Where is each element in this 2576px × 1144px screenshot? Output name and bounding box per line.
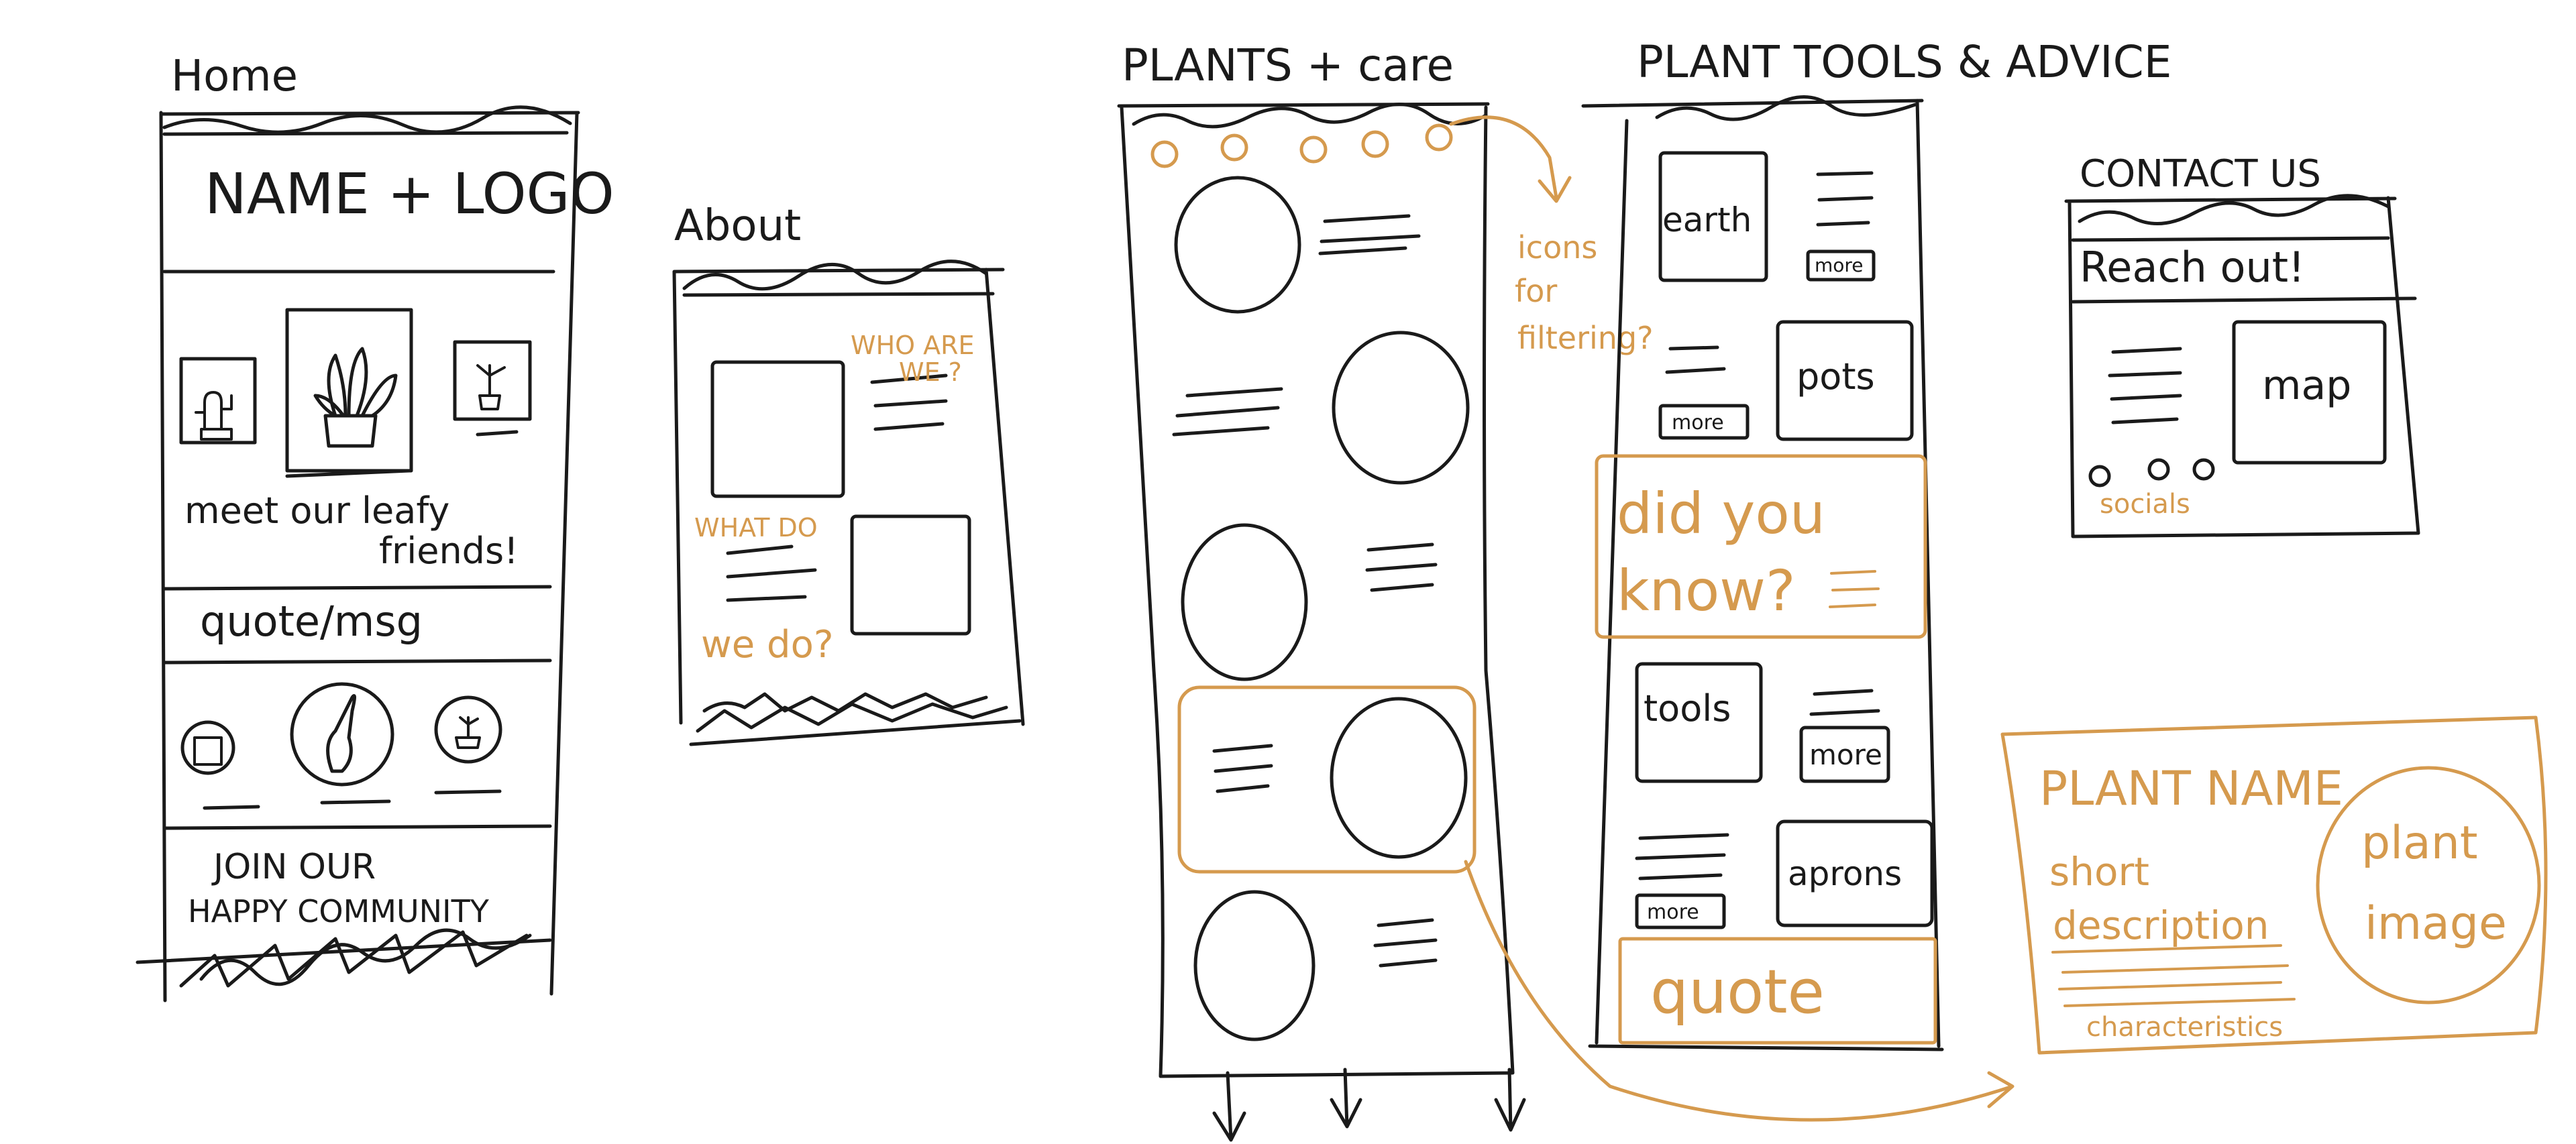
plants-frame xyxy=(1119,104,1513,1076)
contact-map: map xyxy=(2262,362,2351,409)
about-what-2: we do? xyxy=(701,623,834,667)
home-nav-squiggle xyxy=(164,107,570,132)
contact-title: CONTACT US xyxy=(2080,152,2321,196)
filter-icon[interactable] xyxy=(1427,125,1451,150)
about-what-1: WHAT DO xyxy=(694,513,818,542)
tools-did-2: know? xyxy=(1617,558,1796,624)
plants-nav-squiggle xyxy=(1134,104,1486,126)
home-join-1: JOIN OUR xyxy=(211,847,376,887)
tools-did-1: did you xyxy=(1617,481,1825,547)
cactus-icon xyxy=(196,392,231,439)
home-divider xyxy=(164,133,567,134)
contact-reach: Reach out! xyxy=(2080,243,2305,292)
card-desc-1: short xyxy=(2049,849,2149,895)
plant-image-circle xyxy=(1332,699,1466,857)
sprout-icon xyxy=(478,365,504,409)
plant-text-lines xyxy=(1174,389,1281,435)
plant-text-lines xyxy=(1214,746,1271,791)
tools-pots: pots xyxy=(1796,355,1875,398)
plant-card-wireframe: PLANT NAME short description characteris… xyxy=(2002,718,2546,1053)
tools-earth: earth xyxy=(1662,201,1752,239)
trowel-icon xyxy=(328,696,355,772)
contact-divider xyxy=(2073,298,2415,302)
plants-filter-3: filtering? xyxy=(1517,320,1654,356)
card-text-lines xyxy=(2053,946,2294,1006)
product-text-lines xyxy=(1637,835,1727,878)
social-icon[interactable] xyxy=(2090,467,2109,485)
card-chars: characteristics xyxy=(2086,1012,2283,1043)
home-divider xyxy=(164,587,550,589)
filter-icon[interactable] xyxy=(1301,137,1326,162)
more-button-label: more xyxy=(1672,411,1724,435)
home-title: Home xyxy=(171,52,298,101)
plant-image-circle xyxy=(1176,178,1299,312)
pot-icon xyxy=(195,738,221,764)
card-image-2: image xyxy=(2365,897,2507,950)
potted-plant-icon xyxy=(315,349,396,446)
about-nav-squiggle xyxy=(684,262,993,295)
product-text-lines xyxy=(1667,347,1724,372)
scroll-down-arrow-icon xyxy=(1214,1073,1244,1140)
social-icon[interactable] xyxy=(2149,460,2168,479)
did-you-know-text-lines xyxy=(1830,571,1878,607)
card-image-1: plant xyxy=(2361,817,2478,870)
home-plant-underline xyxy=(478,432,517,435)
home-tagline-1: meet our leafy xyxy=(184,490,449,532)
social-icon[interactable] xyxy=(2194,460,2213,479)
about-title: About xyxy=(674,201,801,251)
about-image-placeholder xyxy=(712,362,843,496)
about-text-lines xyxy=(728,547,815,600)
plant-image-circle xyxy=(1183,525,1306,679)
scroll-down-arrow-icon xyxy=(1332,1070,1360,1127)
plants-filter-1: icons xyxy=(1517,229,1597,266)
plant-text-lines xyxy=(1375,920,1436,966)
tools-title: PLANT TOOLS & ADVICE xyxy=(1637,36,2171,88)
tools-aprons: aprons xyxy=(1788,854,1902,893)
plant-image-circle xyxy=(1195,892,1313,1039)
plant-image-circle xyxy=(1334,333,1468,483)
plant-text-lines xyxy=(1367,545,1436,590)
card-image-circle xyxy=(2318,768,2539,1003)
about-who-2: WE ? xyxy=(899,357,962,387)
home-wireframe: Home NAME + LOGO meet our leafy friends!… xyxy=(138,52,614,1000)
filter-annotation-arrow xyxy=(1451,117,1570,201)
plant-text-lines xyxy=(1320,216,1419,253)
about-who-1: WHO ARE xyxy=(851,331,975,360)
about-image-placeholder xyxy=(852,516,969,634)
plants-filter-2: for xyxy=(1515,273,1557,309)
contact-socials: socials xyxy=(2100,489,2190,520)
product-text-lines xyxy=(1811,691,1878,714)
plants-title: PLANTS + care xyxy=(1122,40,1454,91)
scroll-down-arrow-icon xyxy=(1496,1070,1524,1130)
tools-quote: quote xyxy=(1650,957,1825,1027)
home-divider xyxy=(164,661,550,663)
highlighted-plant-row[interactable] xyxy=(1179,687,1474,872)
more-button-label: more xyxy=(1647,901,1699,924)
home-header: NAME + LOGO xyxy=(205,161,614,227)
home-divider xyxy=(164,826,550,828)
home-join-2: HAPPY COMMUNITY xyxy=(188,893,490,929)
contact-text-lines xyxy=(2110,349,2180,422)
product-text-lines xyxy=(1818,173,1872,225)
card-desc-2: description xyxy=(2053,903,2269,948)
filter-icon[interactable] xyxy=(1222,135,1246,160)
card-name: PLANT NAME xyxy=(2039,761,2343,816)
filter-icon[interactable] xyxy=(1152,142,1177,166)
home-tagline-2: friends! xyxy=(379,530,519,572)
tools-tools: tools xyxy=(1644,687,1731,730)
about-wireframe: About WHO ARE WE ? WHAT DO we do? xyxy=(674,201,1023,744)
home-quote: quote/msg xyxy=(200,597,423,646)
contact-wireframe: CONTACT US Reach out! map socials xyxy=(2066,152,2418,536)
filter-icon[interactable] xyxy=(1363,132,1387,156)
home-small-plant-frame xyxy=(455,342,530,419)
more-button-label: more xyxy=(1809,738,1882,771)
home-feature-captions xyxy=(205,791,500,808)
more-button-label: more xyxy=(1815,254,1864,276)
sprout-icon xyxy=(456,718,480,748)
